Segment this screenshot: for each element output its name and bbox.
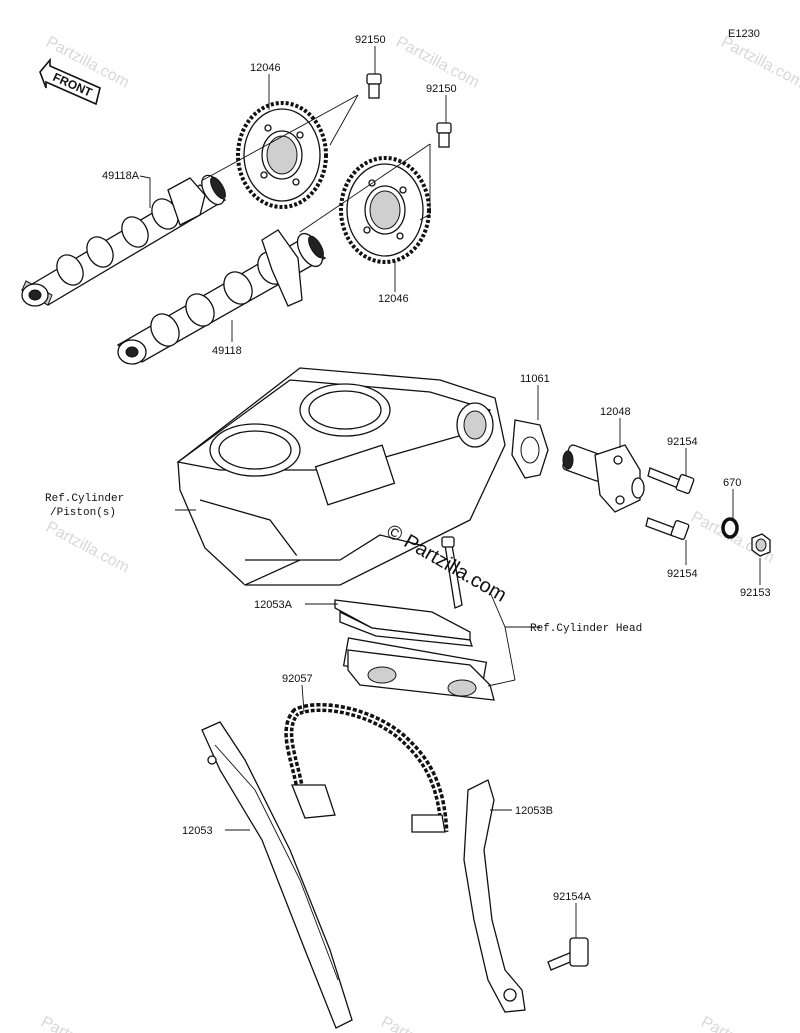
part-label-49118a: 49118A xyxy=(102,170,140,182)
chain-guide-top xyxy=(334,599,495,701)
part-label-12046: 12046 xyxy=(378,293,409,305)
part-labels: 92150 92150 12046 12046 49118A 49118 110… xyxy=(102,34,771,903)
part-label-92153: 92153 xyxy=(740,587,771,599)
chain-guide-left xyxy=(201,721,353,1029)
guide-bolt xyxy=(441,536,463,609)
ref-cylinder-label: Ref.Cylinder xyxy=(45,493,124,505)
part-label-11061: 11061 xyxy=(520,373,550,385)
ref-piston-label: /Piston(s) xyxy=(50,507,116,519)
part-label-92057: 92057 xyxy=(282,673,313,685)
bolt-icon xyxy=(366,73,382,99)
part-label-92154: 92154 xyxy=(667,568,698,580)
copyright-watermark: © Partzilla.com xyxy=(383,520,511,606)
bolt-icon xyxy=(547,937,589,971)
part-label-12048: 12048 xyxy=(600,406,631,418)
watermark: Partzilla.com xyxy=(38,1014,127,1033)
bolt-icon xyxy=(647,467,695,494)
watermark: Partzilla.com xyxy=(378,1014,467,1033)
ref-cylinder-head-label: Ref.Cylinder Head xyxy=(530,623,642,635)
chain-guide-right xyxy=(463,779,526,1013)
timing-chain xyxy=(284,702,449,833)
part-label-92154: 92154 xyxy=(667,436,698,448)
bolt-icon xyxy=(645,517,690,540)
camshaft xyxy=(116,229,327,365)
cap-bolt xyxy=(751,533,771,557)
front-label: FRONT xyxy=(51,70,95,100)
watermark: Partzilla.com xyxy=(698,1014,787,1033)
sprocket-top xyxy=(236,101,328,209)
part-label-92150: 92150 xyxy=(355,34,386,46)
part-label-12046: 12046 xyxy=(250,62,281,74)
sprocket-bottom xyxy=(339,156,431,264)
gasket xyxy=(511,419,549,479)
part-label-92150: 92150 xyxy=(426,83,457,95)
part-label-12053b: 12053B xyxy=(515,805,553,817)
o-ring xyxy=(721,517,739,539)
part-label-670: 670 xyxy=(723,477,741,489)
part-label-12053: 12053 xyxy=(182,825,213,837)
part-label-92154a: 92154A xyxy=(553,891,592,903)
reference-labels: Ref.Cylinder /Piston(s) Ref.Cylinder Hea… xyxy=(45,493,642,635)
leader-lines xyxy=(139,46,761,938)
watermark: Partzilla.com xyxy=(718,34,800,92)
tensioner xyxy=(562,444,645,513)
diagram-code: E1230 xyxy=(728,28,760,40)
cylinder-head xyxy=(176,367,506,586)
watermark: Partzilla.com xyxy=(43,519,132,577)
camshaft-a xyxy=(20,174,227,307)
part-label-49118: 49118 xyxy=(212,345,242,357)
part-label-12053a: 12053A xyxy=(254,599,293,611)
bolt-icon xyxy=(436,122,452,148)
